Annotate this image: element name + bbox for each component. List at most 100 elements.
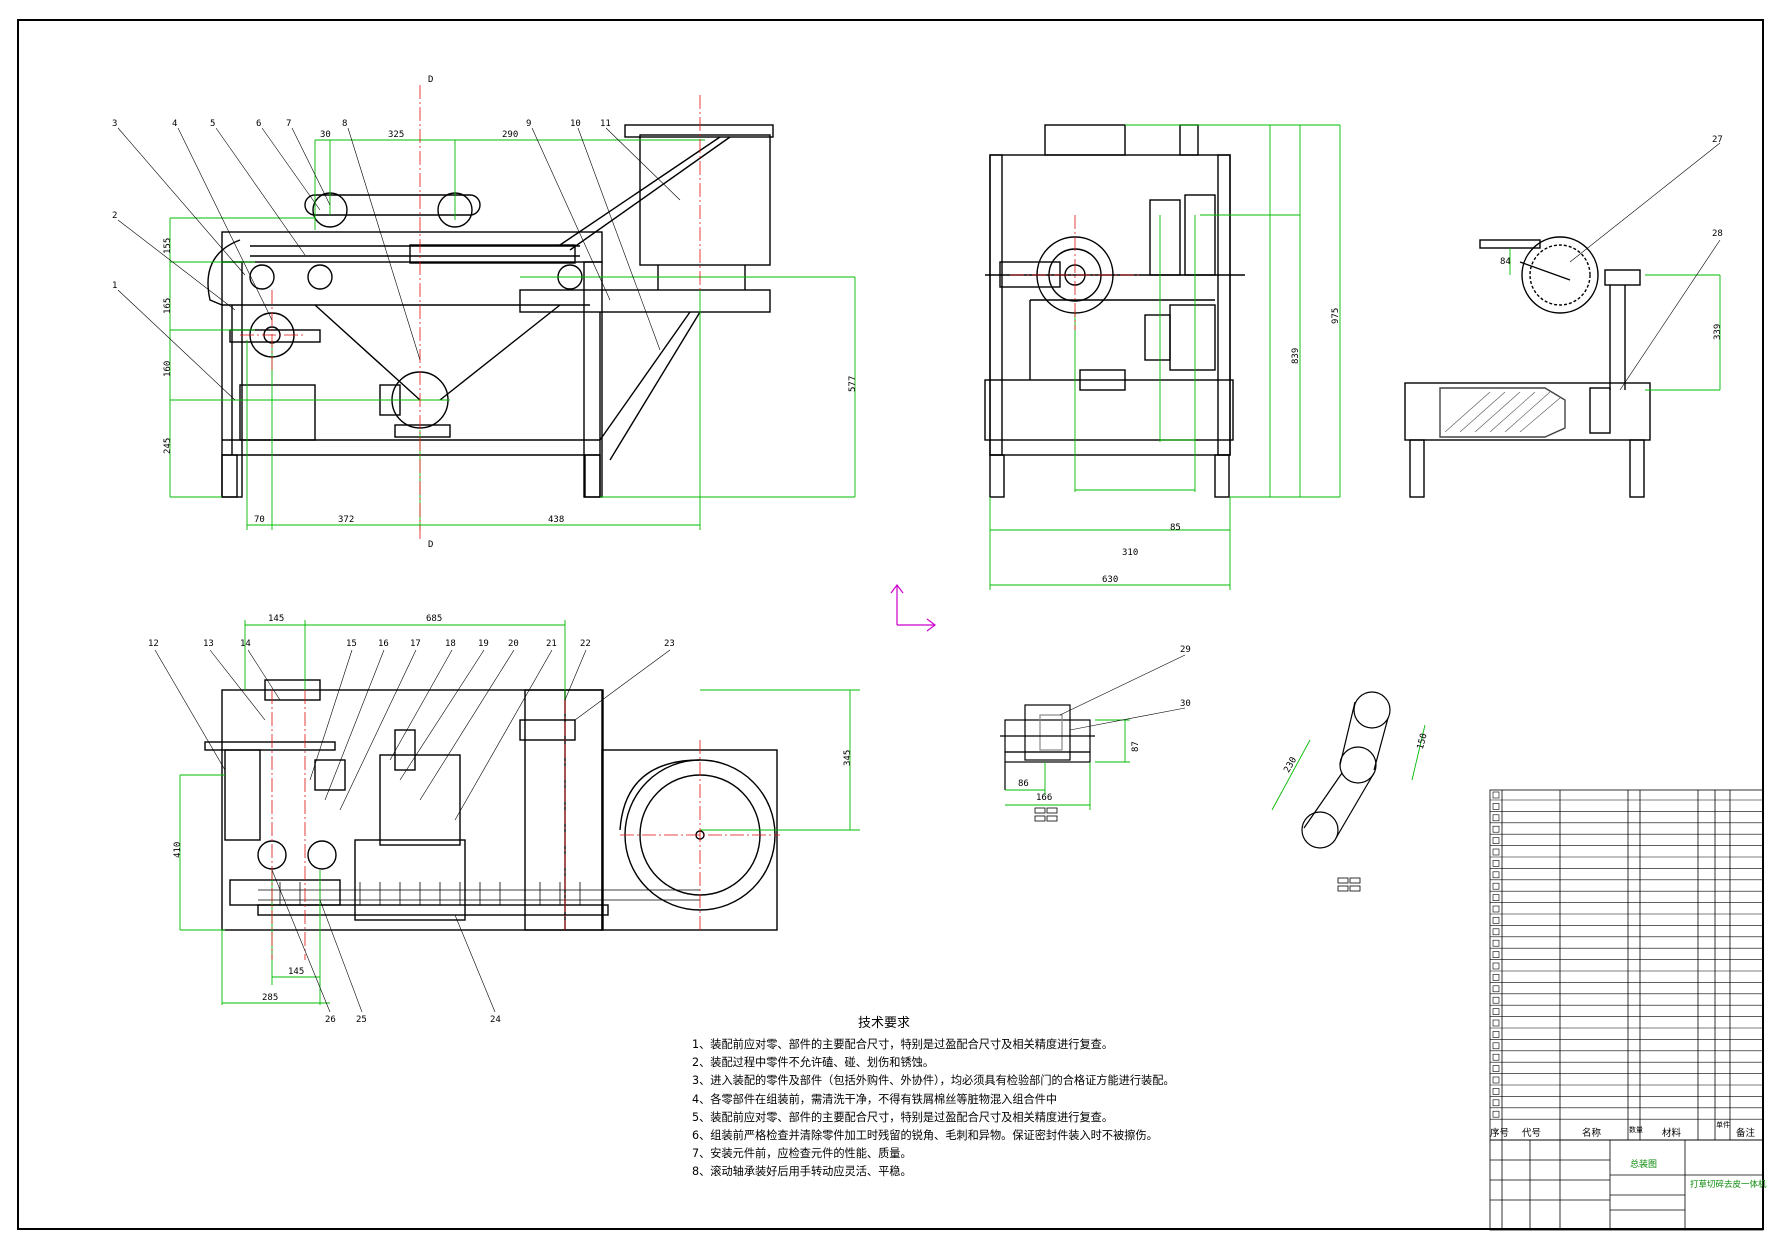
- tech-item-6: 6、组装前严格检查并清除零件加工时残留的锐角、毛刺和异物。保证密封件装入时不被擦…: [692, 1129, 1158, 1143]
- plan-dim-text: 145 685 345 410 145 285: [173, 614, 853, 1003]
- parts-row-marker: [1492, 837, 1500, 844]
- parts-row-marker: [1492, 1076, 1500, 1084]
- parts-row-marker: [1492, 1008, 1500, 1015]
- front-centerlines: [240, 85, 701, 540]
- tb-product-name: 打草切碎去皮一体机: [1690, 1180, 1767, 1190]
- parts-row-marker: [1492, 848, 1500, 856]
- dim-160: 160: [163, 361, 173, 377]
- right-detail-text: 27 28 84 339: [1500, 135, 1723, 340]
- part-1: 1: [112, 281, 117, 291]
- motor-detail-leaders: [1059, 654, 1186, 731]
- part-3: 3: [112, 119, 117, 129]
- tb-header-qty: 数量: [1629, 1126, 1643, 1134]
- pulley-detail-dims: [1271, 724, 1426, 811]
- part-23: 23: [664, 639, 675, 649]
- part-6: 6: [256, 119, 261, 129]
- parts-row-marker: [1492, 1042, 1500, 1050]
- parts-row-marker: [1492, 917, 1500, 924]
- parts-row-marker: [1492, 1031, 1500, 1038]
- parts-row-marker: [1492, 814, 1500, 822]
- parts-row-marker: [1492, 1099, 1500, 1107]
- plan-chain-hatch: [258, 882, 700, 905]
- front-dim-text: 30 325 290 155 165 160 245 577 70 372 43…: [163, 130, 858, 525]
- tb-header-name: 名称: [1582, 1128, 1602, 1139]
- part-16: 16: [378, 639, 389, 649]
- dim-345: 345: [843, 750, 853, 766]
- dim-577: 577: [848, 376, 858, 392]
- part-30: 30: [1180, 699, 1191, 709]
- part-19: 19: [478, 639, 489, 649]
- parts-row-marker: [1492, 791, 1500, 799]
- ucs-axis-icon: [890, 584, 936, 632]
- tb-header-code: 代号: [1522, 1128, 1542, 1139]
- dim-150: 150: [1416, 732, 1430, 750]
- part-11: 11: [600, 119, 611, 129]
- dim-84: 84: [1500, 257, 1511, 267]
- part-29: 29: [1180, 645, 1191, 655]
- dim-285: 285: [262, 993, 278, 1003]
- dim-30: 30: [320, 130, 331, 140]
- hatch-motor: [1444, 391, 1561, 433]
- part-27: 27: [1712, 135, 1723, 145]
- dim-145-top: 145: [268, 614, 284, 624]
- parts-row-marker: [1492, 1088, 1500, 1095]
- right-detail-view: [1404, 236, 1651, 498]
- part-18: 18: [445, 639, 456, 649]
- parts-row-marker: [1492, 1053, 1500, 1061]
- part-4: 4: [172, 119, 177, 129]
- part-7: 7: [286, 119, 291, 129]
- motor-detail-dims: [1005, 719, 1130, 810]
- tech-item-1: 1、装配前应对零、部件的主要配合尺寸，特别是过盈配合尺寸及相关精度进行复查。: [692, 1038, 1114, 1051]
- parts-row-marker: [1492, 860, 1500, 867]
- dim-145-bottom: 145: [288, 967, 304, 977]
- parts-row-marker: [1492, 871, 1500, 879]
- part-22: 22: [580, 639, 591, 649]
- dim-86: 86: [1018, 779, 1029, 789]
- part-20: 20: [508, 639, 519, 649]
- tb-header-seq: 序号: [1490, 1128, 1510, 1139]
- dim-410: 410: [173, 842, 183, 858]
- pulley-detail-label-boxes: [1337, 877, 1361, 892]
- dim-70: 70: [254, 515, 265, 525]
- tech-item-7: 7、安装元件前，应检查元件的性能、质量。: [692, 1147, 912, 1161]
- tech-item-4: 4、各零部件在组装前，需清洗干净，不得有铁屑棉丝等脏物混入组合件中: [692, 1092, 1058, 1106]
- tb-drawing-name: 总装图: [1630, 1160, 1658, 1170]
- parts-row-marker: [1492, 825, 1500, 833]
- pulley-detail: [1301, 691, 1391, 849]
- part-12: 12: [148, 639, 159, 649]
- part-21: 21: [546, 639, 557, 649]
- parts-row-marker: [1492, 951, 1500, 958]
- part-28: 28: [1712, 229, 1723, 239]
- part-17: 17: [410, 639, 421, 649]
- side-dims: [989, 124, 1341, 590]
- part-5: 5: [210, 119, 215, 129]
- part-15: 15: [346, 639, 357, 649]
- dim-630: 630: [1102, 575, 1118, 585]
- dim-155: 155: [163, 238, 173, 254]
- dim-438: 438: [548, 515, 564, 525]
- section-mark-top: D: [428, 75, 433, 85]
- part-13: 13: [203, 639, 214, 649]
- dim-685: 685: [426, 614, 442, 624]
- part-24: 24: [490, 1015, 501, 1025]
- dim-310: 310: [1122, 548, 1138, 558]
- dim-339: 339: [1713, 324, 1723, 340]
- parts-row-marker: [1492, 939, 1500, 947]
- parts-row-marker: [1492, 974, 1500, 981]
- plan-centerlines: [271, 690, 780, 960]
- side-view: [984, 124, 1245, 498]
- dim-975: 975: [1331, 308, 1341, 324]
- right-detail-dims: [1509, 248, 1721, 391]
- part-10: 10: [570, 119, 581, 129]
- tech-item-5: 5、装配前应对零、部件的主要配合尺寸，特别是过盈配合尺寸及相关精度进行复查。: [692, 1110, 1114, 1124]
- front-leaders: [117, 127, 681, 401]
- side-dim-text: 975 839 85 310 630: [1102, 308, 1341, 585]
- part-8: 8: [342, 119, 347, 129]
- part-25: 25: [356, 1015, 367, 1025]
- dim-325: 325: [388, 130, 404, 140]
- front-dims: [169, 139, 856, 530]
- tech-item-3: 3、进入装配的零件及部件（包括外购件、外协件），均必须具有检验部门的合格证方能进…: [692, 1074, 1175, 1088]
- dim-290: 290: [502, 130, 518, 140]
- plan-leaders: [154, 649, 671, 1013]
